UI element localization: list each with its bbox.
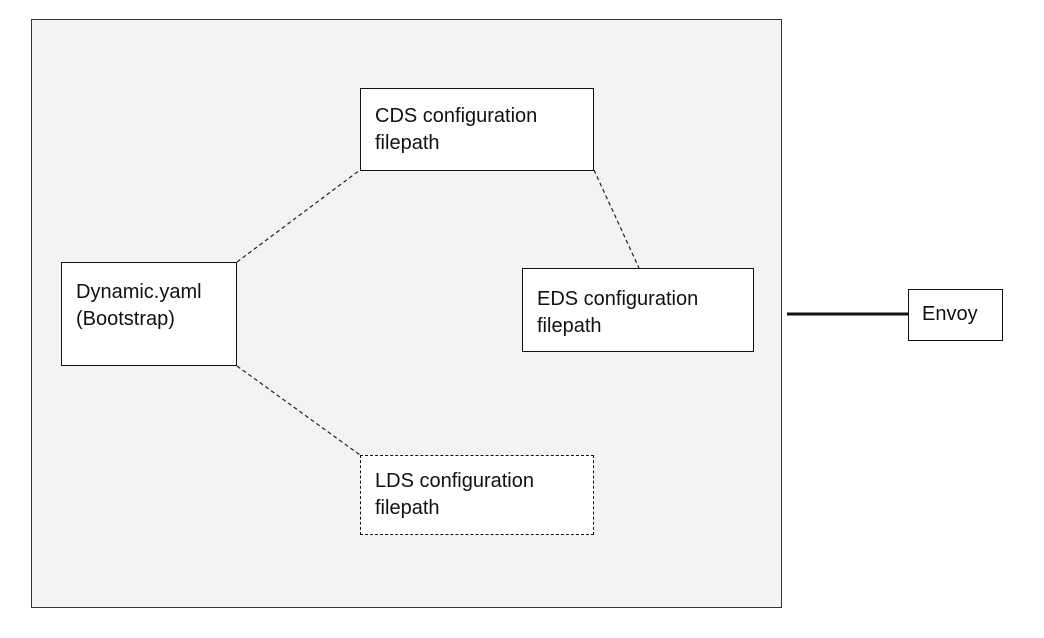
dynamic-yaml-node: Dynamic.yaml (Bootstrap) — [61, 262, 237, 366]
edge-dynamic-cds — [236, 169, 361, 263]
dynamic-yaml-label-line1: Dynamic.yaml — [76, 281, 202, 303]
eds-config-node: EDS configuration filepath — [522, 268, 754, 352]
cds-config-node: CDS configuration filepath — [360, 88, 594, 171]
cds-config-label-line1: CDS configuration — [375, 105, 538, 127]
lds-config-label-line2: filepath — [375, 497, 440, 519]
lds-config-node: LDS configuration filepath — [360, 455, 594, 535]
cds-config-label-line2: filepath — [375, 132, 440, 154]
eds-config-label-line2: filepath — [537, 315, 602, 337]
edge-dynamic-lds — [236, 365, 361, 456]
envoy-label: Envoy — [922, 303, 978, 325]
envoy-node: Envoy — [908, 289, 1003, 341]
eds-config-label-line1: EDS configuration — [537, 288, 699, 310]
dynamic-yaml-label-line2: (Bootstrap) — [76, 308, 175, 330]
edge-cds-eds — [593, 169, 640, 269]
lds-config-label-line1: LDS configuration — [375, 470, 534, 492]
